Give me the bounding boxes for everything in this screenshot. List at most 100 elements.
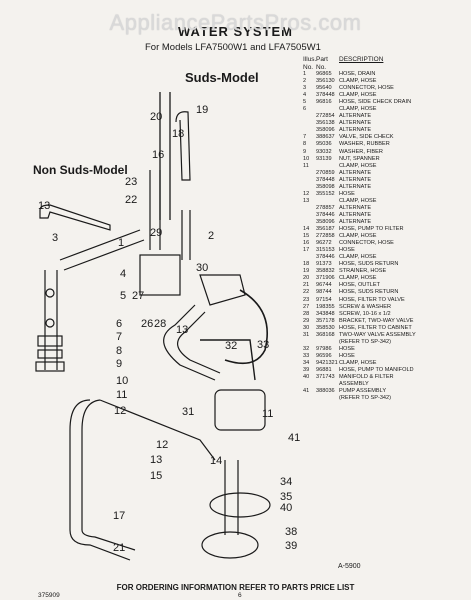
cell-desc: ALTERNATE — [339, 204, 372, 211]
table-row: (REFER TO SP-342) — [303, 339, 468, 346]
callout: 10 — [116, 375, 129, 387]
cell-illus: 12 — [303, 190, 310, 197]
cell-part: 343848 — [316, 310, 335, 317]
cell-illus: 33 — [303, 352, 310, 359]
strainer-hose — [149, 170, 161, 250]
cell-desc: (REFER TO SP-342) — [339, 338, 392, 345]
callout: 13 — [38, 200, 51, 212]
cell-desc: SCREW & WASHER — [339, 303, 392, 310]
cell-desc: HOSE — [339, 247, 355, 254]
hose-long — [200, 339, 256, 381]
cell-part: 388637 — [316, 134, 335, 141]
cell-desc: MANIFOLD & FILTER — [339, 374, 394, 381]
table-row: 278857 ALTERNATE — [303, 205, 468, 212]
suds-model-label: Suds-Model — [185, 70, 259, 85]
callout: 28 — [154, 318, 167, 330]
cell-part: 388036 — [316, 388, 335, 395]
cell-desc: PUMP ASSEMBLY — [339, 388, 387, 395]
cell-illus: 18 — [303, 261, 310, 268]
callout: 18 — [172, 128, 185, 140]
cell-part: 358832 — [316, 268, 335, 275]
callout: 15 — [150, 470, 163, 482]
cell-part: 278857 — [316, 204, 335, 211]
cell-part: 91373 — [316, 261, 332, 268]
cell-part: 96881 — [316, 366, 332, 373]
cell-part: 378446 — [316, 211, 335, 218]
callout: 34 — [280, 476, 293, 488]
cell-desc: CONNECTOR, HOSE — [339, 240, 394, 247]
cell-illus: 29 — [303, 317, 310, 324]
cell-desc: ALTERNATE — [339, 113, 372, 120]
drain-hose — [39, 204, 111, 231]
spanner-nut — [35, 361, 65, 372]
cell-illus — [303, 254, 316, 261]
cell-illus: 14 — [303, 226, 310, 233]
cell-illus: 32 — [303, 345, 310, 352]
cell-illus: 16 — [303, 240, 310, 247]
cell-desc: STRAINER, HOSE — [339, 268, 387, 275]
non-suds-model-label: Non Suds-Model — [33, 163, 128, 177]
callout: 17 — [113, 510, 126, 522]
callout: 13 — [150, 454, 163, 466]
callout: 29 — [150, 227, 163, 239]
cell-illus: 21 — [303, 282, 310, 289]
cell-desc: HOSE, DRAIN — [339, 71, 376, 77]
cell-part: 358098 — [316, 183, 335, 190]
callout: 31 — [182, 406, 195, 418]
cell-desc: HOSE, SUDS RETURN — [339, 289, 399, 296]
connector-hose — [59, 229, 145, 271]
cell-illus: 13 — [303, 197, 310, 204]
clamp — [45, 288, 55, 298]
cell-illus: 30 — [303, 324, 310, 331]
cell-part: 97986 — [316, 345, 332, 352]
cell-part: 95640 — [316, 85, 332, 92]
callout: 20 — [150, 111, 163, 123]
callout: 5 — [120, 290, 127, 302]
cell-illus — [303, 205, 316, 212]
cell-illus — [303, 381, 316, 388]
callout: 1 — [118, 237, 125, 249]
footer-id: 375909 — [38, 592, 60, 599]
cell-illus — [303, 184, 316, 191]
cell-illus: 19 — [303, 268, 310, 275]
cell-desc: CLAMP, HOSE — [339, 275, 377, 282]
pump-base — [201, 531, 259, 559]
cell-desc: HOSE, OUTLET — [339, 282, 381, 289]
cell-part: 93032 — [316, 148, 332, 155]
callout: 19 — [196, 104, 209, 116]
cell-part: 368168 — [316, 331, 335, 338]
cell-illus: 22 — [303, 289, 310, 296]
cell-part: 371906 — [316, 275, 335, 282]
cell-desc: ALTERNATE — [339, 218, 372, 225]
drain-hose-top — [181, 210, 191, 260]
side-check-hose — [44, 270, 58, 370]
callout: 16 — [152, 149, 165, 161]
cell-part: 356187 — [316, 226, 335, 233]
figure-id: A-5900 — [338, 563, 361, 570]
cell-part: 93139 — [316, 155, 332, 162]
water-system-diagram — [35, 92, 271, 561]
hose-pump-filter — [163, 304, 221, 381]
cell-part: 96865 — [316, 71, 332, 77]
callout: 14 — [210, 455, 223, 467]
watermark: AppliancePartsPros.com — [109, 10, 362, 35]
header-part: Part No. — [316, 56, 328, 71]
